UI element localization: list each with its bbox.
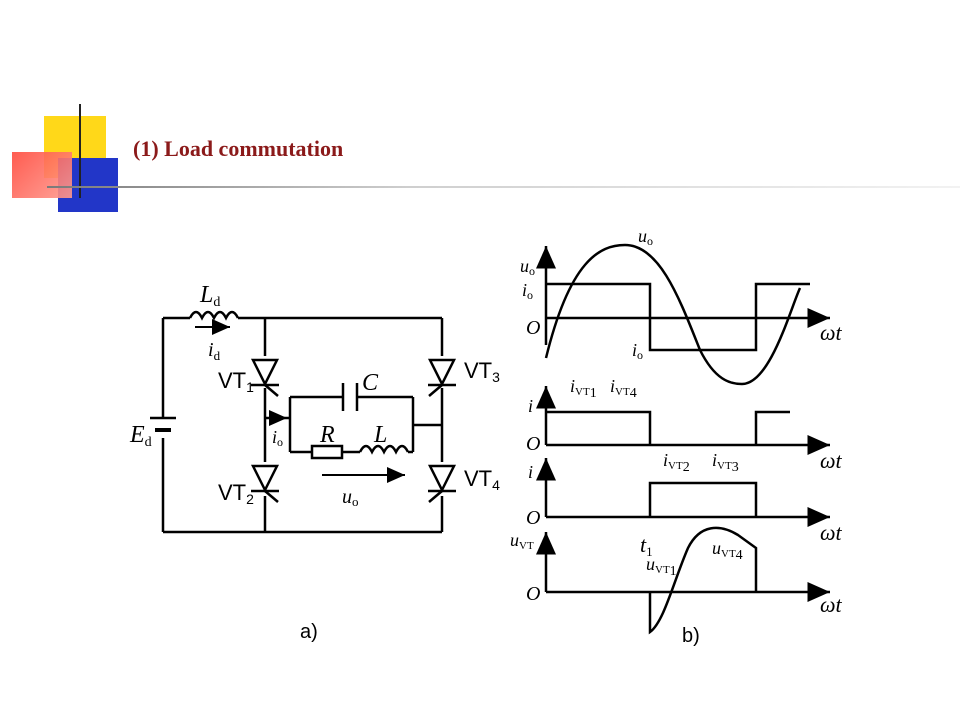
p3-label-ivt3: iVT3 [712, 450, 739, 475]
waveform-panel-1 [536, 243, 830, 386]
p4-origin: O [526, 583, 540, 605]
p2-label-ivt1: iVT1 [570, 376, 597, 401]
p1-origin: O [526, 317, 540, 339]
p3-ylabel: i [528, 462, 533, 482]
p3-label-ivt2: iVT2 [663, 450, 690, 475]
p4-label-t1: t1 [640, 532, 653, 559]
label-uo: uo [342, 486, 359, 509]
p1-ylabel-u: uo [520, 256, 535, 278]
p2-label-ivt4: iVT4 [610, 376, 637, 401]
wave-io [546, 282, 810, 352]
wave-uo [544, 243, 802, 386]
label-l: L [373, 422, 387, 448]
inductor-ld [188, 310, 240, 321]
wave-ivt1-ivt4-b [754, 410, 790, 445]
p4-label-uvt1: uVT1 [646, 554, 677, 579]
label-c: C [362, 370, 379, 396]
label-vt3: VT3 [464, 358, 500, 385]
label-ld: Ld [199, 282, 220, 310]
p2-origin: O [526, 433, 540, 455]
p4-xlabel: ωt [820, 592, 843, 617]
thyristor-vt2 [250, 464, 280, 503]
inductor-l [358, 444, 410, 455]
thyristor-vt1 [250, 358, 280, 397]
wave-ivt2-ivt3 [648, 481, 758, 517]
p1-io-label: io [632, 340, 643, 362]
p1-uo-label: uo [638, 226, 653, 248]
deco-vertical-line [79, 104, 81, 198]
label-r: R [319, 422, 335, 448]
title-rule [47, 186, 960, 188]
deco-red-square [12, 152, 72, 198]
p3-xlabel: ωt [820, 520, 843, 545]
p2-ylabel: i [528, 396, 533, 416]
caption-b: b) [682, 625, 700, 647]
waveform-panel-2 [536, 386, 830, 455]
slide-title: (1) Load commutation [133, 136, 344, 161]
waveform-panel-4 [536, 526, 830, 635]
p3-origin: O [526, 507, 540, 529]
label-vt2: VT2 [218, 480, 254, 507]
waveform-panel-3 [536, 458, 830, 527]
label-io: io [272, 427, 283, 449]
p4-label-uvt4: uVT4 [712, 538, 743, 563]
label-ed: Ed [129, 422, 152, 450]
label-id: id [208, 339, 221, 363]
label-vt1: VT1 [218, 368, 254, 395]
wave-uvt [648, 526, 758, 635]
p4-ylabel: uVT [510, 530, 534, 552]
p1-xlabel: ωt [820, 320, 843, 345]
caption-a: a) [300, 621, 318, 643]
label-vt4: VT4 [464, 466, 500, 493]
thyristor-vt3 [427, 358, 457, 397]
p2-xlabel: ωt [820, 448, 843, 473]
circuit-diagram [150, 310, 444, 534]
thyristor-vt4 [427, 464, 457, 503]
wave-ivt1-ivt4-a [546, 410, 652, 445]
p1-ylabel-i: io [522, 280, 533, 302]
